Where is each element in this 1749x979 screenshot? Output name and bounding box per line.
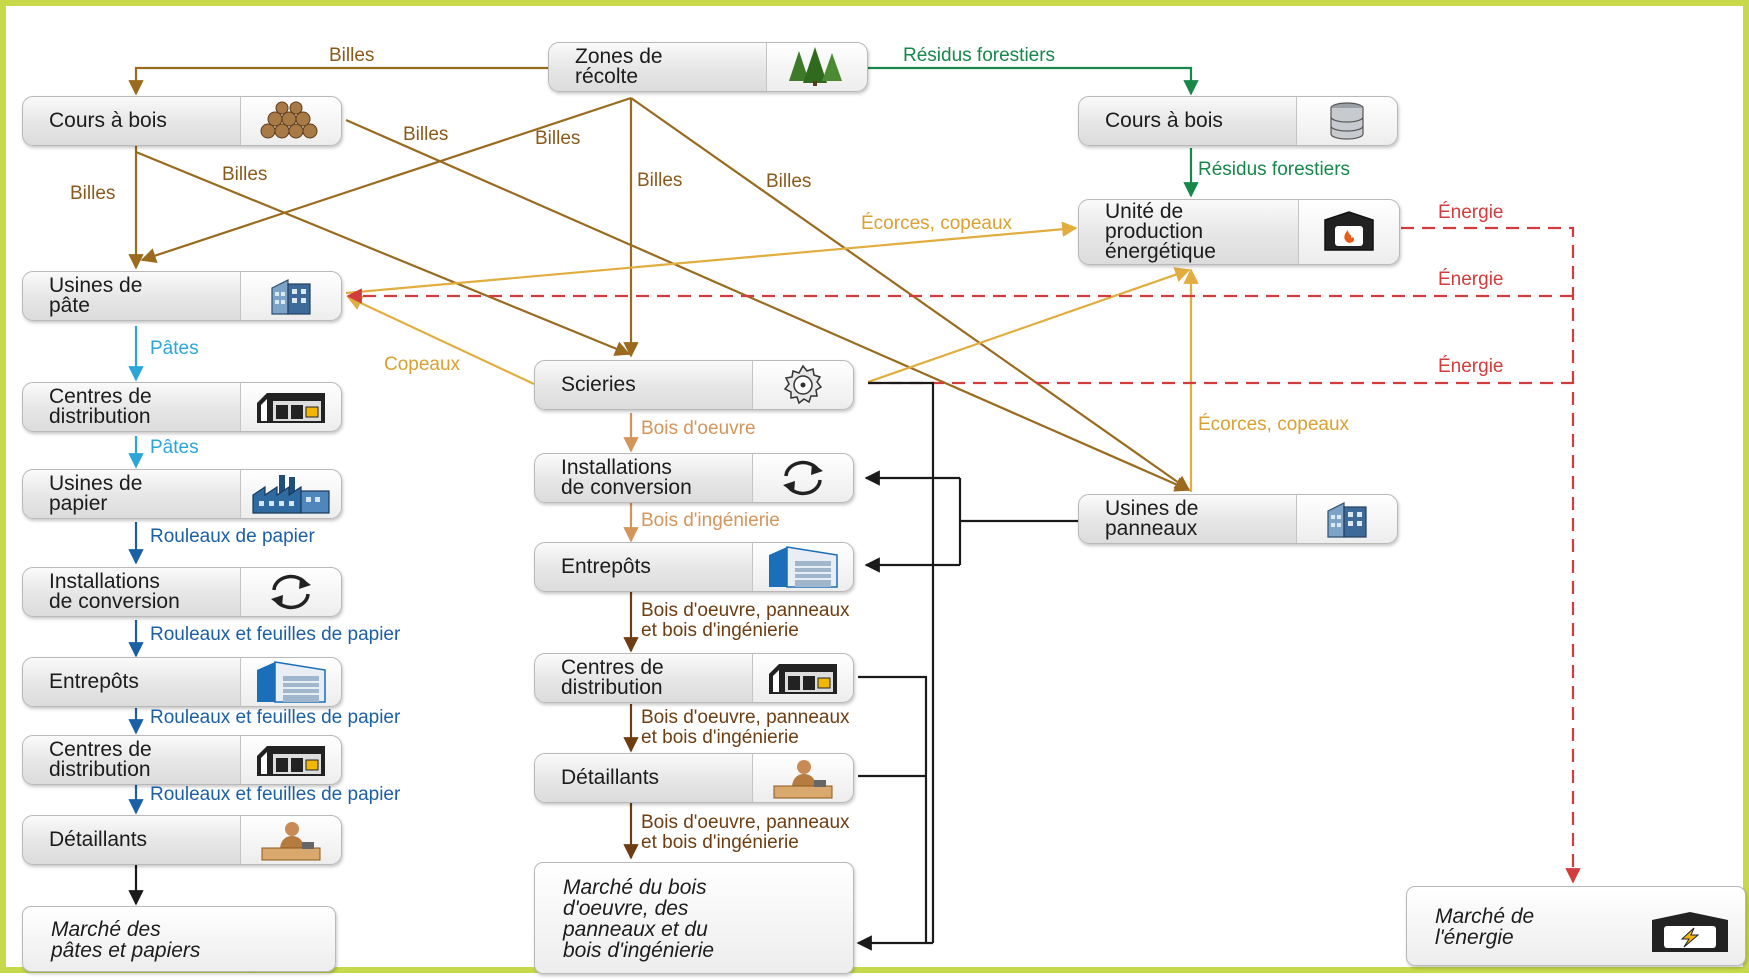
node-centres-distribution-mid[interactable]: Centres de distribution: [534, 653, 854, 703]
flow-label-billes: Billes: [222, 164, 268, 185]
node-usines-pate[interactable]: Usines de pâte: [22, 271, 342, 321]
flow-label-rouleaux-feuilles: Rouleaux et feuilles de papier: [150, 707, 401, 728]
node-cours-bois-left[interactable]: Cours à bois: [22, 96, 342, 146]
flow-label-produits-bois: Bois d'oeuvre, panneaux et bois d'ingéni…: [641, 600, 850, 641]
node-installations-conversion-left[interactable]: Installations de conversion: [22, 567, 342, 617]
factory-building-icon: [1296, 495, 1397, 543]
retailer-person-icon: [240, 816, 341, 864]
flow-label-residus: Résidus forestiers: [1198, 159, 1351, 180]
recycle-arrows-icon: [752, 454, 853, 502]
market-label: Marché des pâtes et papiers: [51, 918, 201, 962]
warehouse-icon: [240, 658, 341, 706]
node-label: Usines de panneaux: [1105, 497, 1199, 540]
warehouse-icon: [752, 543, 853, 591]
arrow-cours-left-to-usines-panneaux: [345, 118, 1191, 492]
arrow-zones-to-usines-panneaux: [630, 97, 1191, 491]
retailer-person-icon: [752, 754, 853, 802]
arrow-scieries-to-unite-energie: [867, 267, 1191, 384]
flow-label-energie: Énergie: [1438, 269, 1504, 290]
market-label: Marché du bois d'oeuvre, des panneaux et…: [563, 876, 715, 962]
paper-mill-icon: [240, 470, 341, 518]
flow-label-billes: Billes: [70, 183, 116, 204]
energy-furnace-icon: [1647, 909, 1733, 955]
market-label: Marché de l'énergie: [1435, 905, 1535, 949]
flow-label-energie: Énergie: [1438, 356, 1504, 377]
distribution-center-icon: [752, 654, 853, 702]
node-label: Usines de pâte: [49, 274, 143, 317]
node-label: Scieries: [561, 373, 636, 396]
node-scieries[interactable]: Scieries: [534, 360, 854, 410]
furnace-icon: [1298, 200, 1399, 264]
node-usines-papier[interactable]: Usines de papier: [22, 469, 342, 519]
flow-label-energie: Énergie: [1438, 202, 1504, 223]
distribution-center-icon: [240, 383, 341, 431]
node-usines-panneaux[interactable]: Usines de panneaux: [1078, 494, 1398, 544]
node-label: Centres de distribution: [561, 656, 664, 699]
arrow-zones-to-cours-right: [868, 66, 1199, 96]
flow-label-bois-ingenierie: Bois d'ingénierie: [641, 510, 780, 531]
node-label: Entrepôts: [561, 555, 651, 578]
flow-label-billes: Billes: [766, 171, 812, 192]
node-label: Entrepôts: [49, 670, 139, 693]
flow-label-copeaux: Copeaux: [384, 354, 461, 375]
node-label: Cours à bois: [1105, 109, 1223, 132]
energy-line-unite: [1401, 226, 1581, 884]
node-label: Unité de production énergétique: [1105, 200, 1216, 263]
market-pates-papiers[interactable]: Marché des pâtes et papiers: [22, 906, 336, 972]
flow-label-residus: Résidus forestiers: [903, 45, 1056, 66]
flow-label-billes: Billes: [637, 170, 683, 191]
distribution-center-icon: [240, 736, 341, 784]
saw-blade-icon: [752, 361, 853, 409]
arrow-zones-to-usines-pate: [140, 96, 632, 263]
barrel-stack-icon: [1296, 97, 1397, 145]
node-label: Centres de distribution: [49, 738, 152, 781]
arrow-zones-to-cours-left: [128, 66, 548, 96]
node-label: Installations de conversion: [49, 570, 180, 613]
flow-label-ecorces: Écorces, copeaux: [861, 213, 1013, 234]
market-bois[interactable]: Marché du bois d'oeuvre, des panneaux et…: [534, 862, 854, 974]
node-centres-distribution-left[interactable]: Centres de distribution: [22, 382, 342, 432]
flow-arrows: [128, 66, 1581, 951]
flow-label-billes: Billes: [535, 128, 581, 149]
arrow-scieries-to-usines-pate: [346, 295, 535, 385]
market-energie[interactable]: Marché de l'énergie: [1406, 886, 1746, 966]
node-detaillants-left[interactable]: Détaillants: [22, 815, 342, 865]
node-label: Centres de distribution: [49, 385, 152, 428]
node-entrepots-left[interactable]: Entrepôts: [22, 657, 342, 707]
flow-label-pates: Pâtes: [150, 338, 199, 359]
node-label: Détaillants: [561, 766, 660, 789]
node-label: Zones de récolte: [575, 45, 663, 88]
flow-label-bois-oeuvre: Bois d'oeuvre: [641, 418, 756, 439]
factory-building-icon: [240, 272, 341, 320]
line-scieries-to-marche: [868, 381, 935, 943]
flow-label-produits-bois: Bois d'oeuvre, panneaux et bois d'ingéni…: [641, 812, 850, 853]
arrow-usines-pate-to-unite-energie: [345, 221, 1078, 295]
node-label: Usines de papier: [49, 472, 143, 515]
arrow-cours-left-to-scieries: [135, 150, 631, 356]
node-entrepots-mid[interactable]: Entrepôts: [534, 542, 854, 592]
node-label: Détaillants: [49, 828, 148, 851]
flow-label-billes: Billes: [329, 45, 375, 66]
node-detaillants-mid[interactable]: Détaillants: [534, 753, 854, 803]
trees-icon: [766, 43, 867, 91]
line-centres-to-marche: [858, 675, 928, 943]
flow-label-ecorces: Écorces, copeaux: [1198, 414, 1350, 435]
flow-label-pates: Pâtes: [150, 437, 199, 458]
node-centres-distribution-left2[interactable]: Centres de distribution: [22, 735, 342, 785]
flow-label-rouleaux-feuilles: Rouleaux et feuilles de papier: [150, 784, 401, 805]
node-installations-conversion-mid[interactable]: Installations de conversion: [534, 453, 854, 503]
flow-label-produits-bois: Bois d'oeuvre, panneaux et bois d'ingéni…: [641, 707, 850, 748]
node-cours-bois-right[interactable]: Cours à bois: [1078, 96, 1398, 146]
node-zones-recolte[interactable]: Zones de récolte: [548, 42, 868, 92]
flow-label-rouleaux-papier: Rouleaux de papier: [150, 526, 315, 547]
recycle-arrows-icon: [240, 568, 341, 616]
flow-label-rouleaux-feuilles: Rouleaux et feuilles de papier: [150, 624, 401, 645]
node-unite-energie[interactable]: Unité de production énergétique: [1078, 199, 1400, 265]
flow-label-billes: Billes: [403, 124, 449, 145]
node-label: Installations de conversion: [561, 456, 692, 499]
node-label: Cours à bois: [49, 109, 167, 132]
log-pile-icon: [240, 97, 341, 145]
